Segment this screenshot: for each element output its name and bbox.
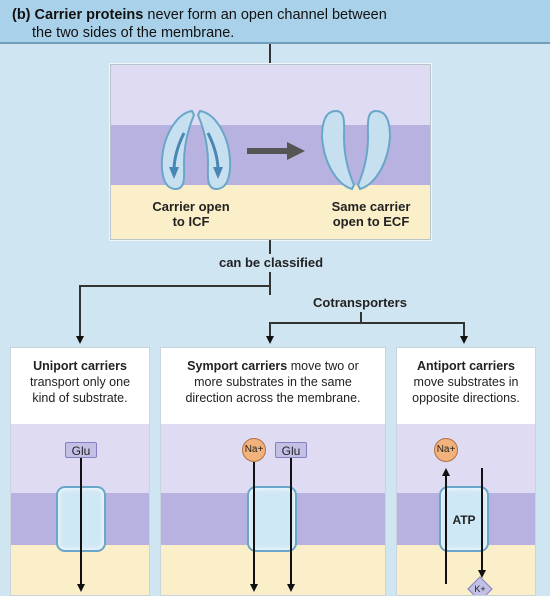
right-caption: Same carrier open to ECF [311, 199, 430, 229]
connector-classified [269, 240, 271, 254]
tree-branch-antiport [463, 322, 465, 336]
sodium-direction-arrow [250, 584, 258, 592]
sodium-path [445, 474, 447, 584]
symport-scene: Na+ Glu [161, 424, 385, 595]
tree-branch-uniport [79, 285, 81, 337]
uniport-scene: Glu [11, 424, 149, 595]
uniport-title: Uniport carriers [33, 359, 127, 373]
header-line-1: (b) Carrier proteins never form an open … [12, 6, 538, 24]
carrier-open-to-icf-illustration [160, 109, 232, 191]
header-line-2: the two sides of the membrane. [32, 25, 235, 41]
antiport-box: Antiport carriers move substrates in opp… [396, 347, 536, 596]
cotransporters-label: Cotransporters [313, 295, 407, 310]
symport-title-rest: move two or [290, 359, 359, 373]
header-rest-text: never form an open channel between [147, 7, 387, 23]
tree-branch-cotransporters [269, 285, 271, 295]
sodium-ion: Na+ [434, 438, 458, 462]
transition-arrow [247, 142, 305, 160]
classify-label: can be classified [218, 255, 324, 270]
left-caption: Carrier open to ICF [131, 199, 251, 229]
carrier-open-to-ecf-illustration [320, 109, 392, 191]
antiport-desc-line-2: opposite directions. [412, 391, 520, 405]
symport-description: Symport carriers move two or more substr… [161, 358, 385, 406]
icf-zone [161, 545, 385, 595]
arrow-to-antiport [460, 336, 468, 344]
symport-desc-line-1: more substrates in the same [194, 375, 352, 389]
atp-label: ATP [452, 513, 476, 527]
header-bold-term: Carrier proteins [34, 7, 144, 23]
tree-stem [269, 272, 271, 286]
potassium-path [481, 468, 483, 572]
uniport-desc-line-1: transport only one [29, 375, 131, 389]
section-label: (b) [12, 7, 31, 23]
carrier-diagram-panel: Carrier open to ICF Same carrier open to… [110, 64, 431, 240]
right-caption-line-2: open to ECF [332, 214, 410, 229]
icf-zone [397, 545, 535, 595]
antiport-carrier [439, 486, 489, 552]
antiport-desc-line-1: move substrates in [413, 375, 519, 389]
potassium-inward-arrow [478, 570, 486, 578]
cotransporter-horizontal [269, 322, 465, 324]
sodium-outward-arrow [442, 468, 450, 476]
carrier-right-half [356, 109, 392, 191]
uniport-box: Uniport carriers transport only one kind… [10, 347, 150, 596]
right-caption-line-1: Same carrier [331, 199, 411, 214]
glucose-substrate: Glu [65, 442, 97, 458]
section-header: (b) Carrier proteins never form an open … [0, 0, 550, 44]
uniport-description: Uniport carriers transport only one kind… [11, 358, 149, 406]
antiport-scene: Na+ ATP K+ [397, 424, 535, 595]
ecf-zone [161, 424, 385, 493]
ecf-zone [397, 424, 535, 493]
sodium-path [253, 462, 255, 584]
uniport-desc-line-2: kind of substrate. [32, 391, 128, 405]
glucose-path [80, 458, 82, 584]
tree-branch-symport [269, 322, 271, 336]
glucose-direction-arrow [287, 584, 295, 592]
glucose-substrate: Glu [275, 442, 307, 458]
arrow-to-uniport [76, 336, 84, 344]
left-caption-line-1: Carrier open [152, 199, 230, 214]
potassium-ion-label: K+ [474, 584, 486, 594]
icf-zone [111, 185, 430, 239]
symport-carrier [247, 486, 297, 552]
symport-box: Symport carriers move two or more substr… [160, 347, 386, 596]
glucose-path [290, 458, 292, 584]
left-caption-line-2: to ICF [172, 214, 210, 229]
carrier-left-half [320, 109, 356, 191]
arrow-to-symport [266, 336, 274, 344]
antiport-title: Antiport carriers [417, 359, 515, 373]
connector-top [269, 44, 271, 64]
glucose-direction-arrow [77, 584, 85, 592]
cotransporter-stem [360, 312, 362, 323]
antiport-description: Antiport carriers move substrates in opp… [397, 358, 535, 406]
tree-horizontal-main [79, 285, 271, 287]
sodium-ion: Na+ [242, 438, 266, 462]
symport-title: Symport carriers [187, 359, 288, 373]
symport-desc-line-2: direction across the membrane. [185, 391, 361, 405]
